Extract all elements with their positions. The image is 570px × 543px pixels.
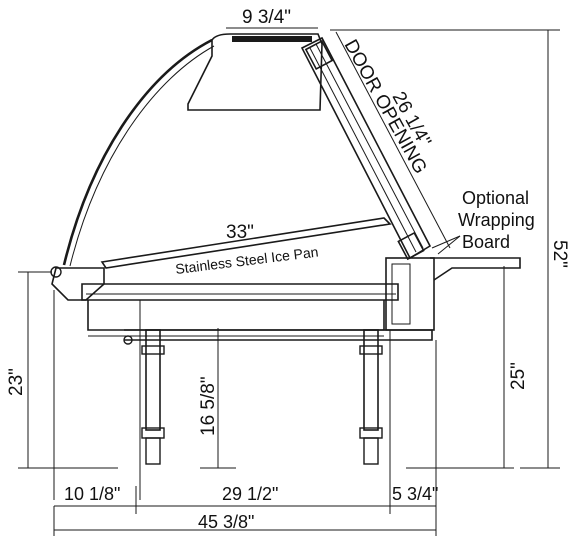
optional-label-line2: Wrapping [458, 210, 535, 230]
wrapping-board [430, 257, 521, 281]
top-width-label: 9 3/4" [242, 7, 291, 28]
lower-cabinet [87, 300, 385, 331]
rear-door-inner-2 [315, 43, 424, 249]
total-height-label: 52" [549, 240, 570, 268]
rear-column-inner [391, 263, 411, 325]
front-leg [141, 329, 165, 465]
optional-label-line1: Optional [462, 188, 529, 208]
rear-door-frame [300, 36, 432, 260]
right-height-label: 25" [508, 362, 529, 390]
door-top-roller [304, 39, 334, 71]
front-drain-knob [123, 335, 133, 345]
clearance-label: 16 5/8" [198, 376, 219, 436]
door-bottom-roller [397, 231, 425, 261]
curved-front-glass-inner [69, 45, 215, 267]
base-rail [124, 329, 433, 341]
optional-label-line3: Board [462, 232, 510, 252]
dimension-lines [18, 27, 560, 536]
rear-door-inner-1 [309, 47, 417, 253]
pan-length-label: 33" [226, 222, 254, 243]
top-light-strip [232, 36, 312, 42]
top-canopy [187, 33, 323, 111]
left-offset-label: 10 1/8" [64, 484, 120, 504]
curved-front-glass [62, 38, 213, 266]
left-height-label: 23" [6, 368, 27, 396]
ice-pan-well [81, 283, 399, 301]
rear-leg [359, 329, 383, 465]
pan-name-label: Stainless Steel Ice Pan [174, 244, 319, 277]
inner-shelf [100, 217, 392, 269]
right-offset-label: 5 3/4" [392, 484, 438, 504]
mid-span-label: 29 1/2" [222, 484, 278, 504]
display-case-outline [50, 33, 521, 465]
overall-depth-label: 45 3/8" [198, 512, 254, 532]
